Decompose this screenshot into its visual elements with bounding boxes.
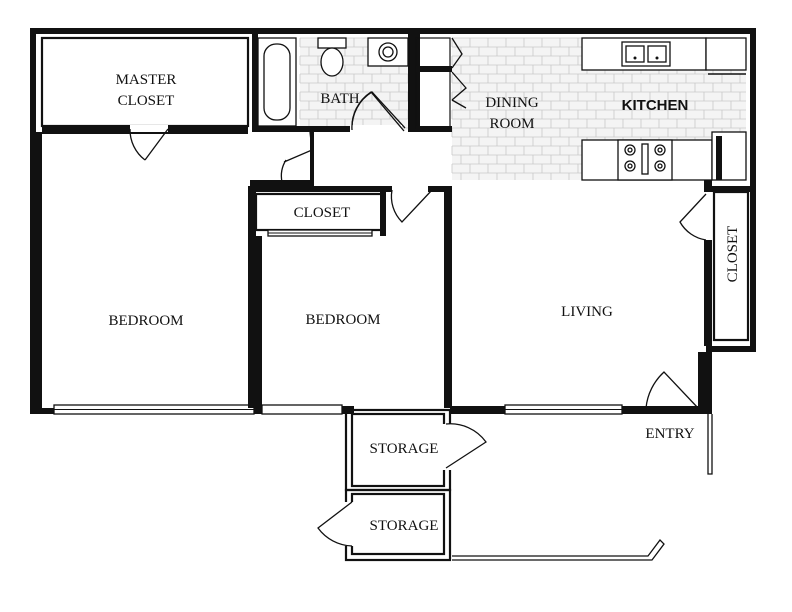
living-label: LIVING — [561, 304, 613, 320]
closet-right — [679, 180, 750, 346]
bedroom-left-label: BEDROOM — [108, 313, 183, 329]
toilet-icon — [317, 37, 347, 49]
closet-middle — [250, 186, 386, 406]
pantry-closets — [414, 34, 467, 132]
closet-middle-label: CLOSET — [294, 205, 351, 221]
bottom-windows — [53, 404, 710, 415]
closet-right-label: CLOSET — [725, 226, 741, 283]
entry-label: ENTRY — [645, 426, 694, 442]
bedroom-left-walls — [36, 132, 256, 408]
hall-door — [250, 131, 314, 186]
storage-lower-label: STORAGE — [370, 518, 439, 534]
dining-label-1: DINING — [485, 95, 538, 111]
master-closet — [40, 36, 250, 161]
master-closet-label-1: MASTER — [116, 72, 177, 88]
kitchen-label: KITCHEN — [622, 97, 689, 114]
storage-rooms — [317, 408, 665, 562]
dining-label-2: ROOM — [489, 116, 534, 132]
bath-label: BATH — [320, 91, 359, 107]
bath-room — [252, 34, 414, 133]
room-labels: MASTER CLOSET BATH DINING ROOM KITCHEN C… — [108, 72, 741, 534]
master-closet-label-2: CLOSET — [118, 93, 175, 109]
bedroom-middle-label: BEDROOM — [305, 312, 380, 328]
entry-door — [645, 352, 713, 475]
bedroom-middle-walls — [256, 186, 452, 408]
kitchen-fixtures — [581, 37, 747, 181]
outer-walls — [30, 28, 756, 414]
storage-upper-label: STORAGE — [370, 441, 439, 457]
